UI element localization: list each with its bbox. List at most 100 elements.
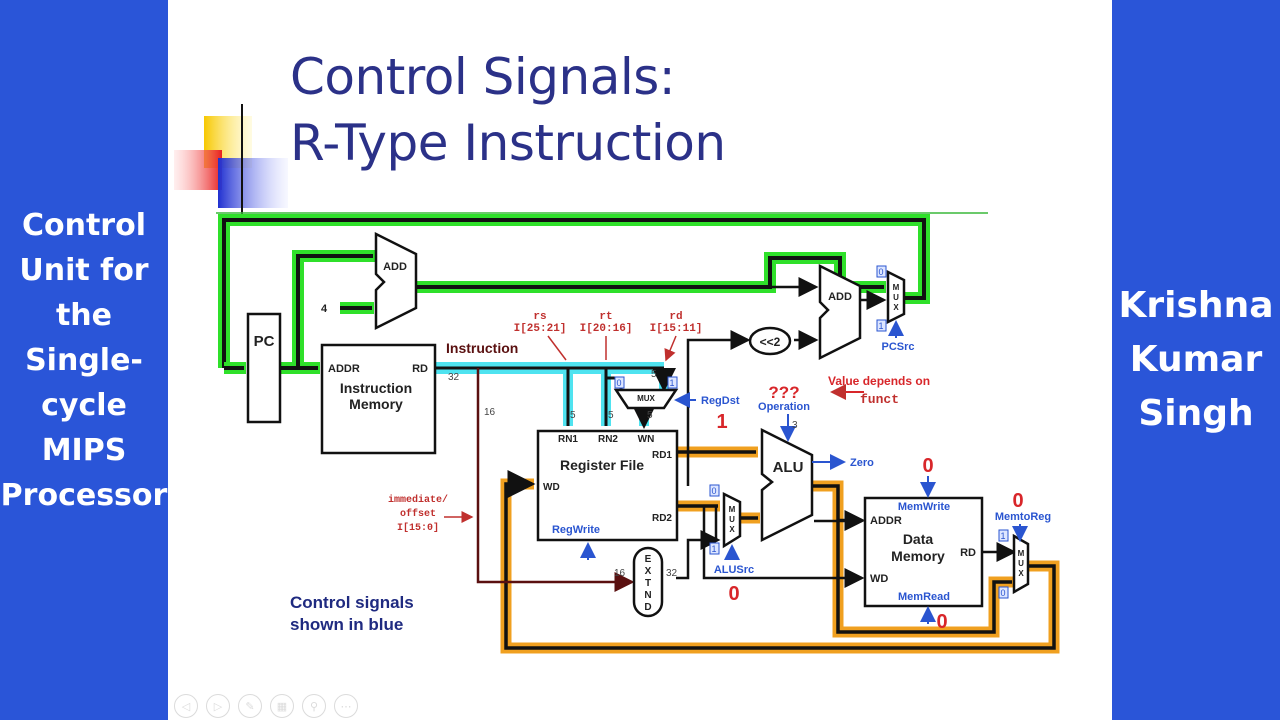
add-label: ADD xyxy=(383,261,407,273)
instruction-fields: rs I[25:21] rt I[20:16] rd I[15:11] 5 5 … xyxy=(514,311,703,421)
wires xyxy=(676,277,887,588)
extnd-e: E xyxy=(645,554,652,565)
next-slide-button[interactable]: ▷ xyxy=(206,694,230,718)
memtoreg-in0: 0 xyxy=(1000,588,1005,598)
extend-out-width: 32 xyxy=(666,568,678,579)
rt-label: rt xyxy=(599,311,612,323)
zero-signal: Zero xyxy=(850,457,874,469)
author-name: Krishna Kumar Singh xyxy=(1118,285,1274,434)
alusrc-value: 0 xyxy=(728,583,739,605)
adder-pc4: ADD 4 xyxy=(321,231,418,331)
memtoreg-mux-m: M xyxy=(1018,549,1025,558)
memwrite-value: 0 xyxy=(922,455,933,477)
register-file-label: Register File xyxy=(560,457,644,473)
rs-bits: I[25:21] xyxy=(514,323,567,335)
pcsrc-mux-u: U xyxy=(893,293,899,302)
control-signals-note: Control signals shown in blue xyxy=(290,593,414,634)
memread-value: 0 xyxy=(936,611,947,633)
add-branch-label: ADD xyxy=(828,291,852,303)
rt-bits: I[20:16] xyxy=(580,323,633,335)
register-file: RN1 RN2 WN RD1 RD2 WD Register File RegW… xyxy=(536,429,679,560)
rs-label: rs xyxy=(533,311,546,323)
adder-branch: ADD xyxy=(818,263,862,361)
rn1-width: 5 xyxy=(570,410,576,421)
rd2-port: RD2 xyxy=(652,513,672,524)
title-decoration xyxy=(174,104,988,214)
rd-bits: I[15:11] xyxy=(650,323,703,335)
right-author-panel: Krishna Kumar Singh xyxy=(1112,0,1280,720)
shift-left-2: <<2 xyxy=(748,326,792,356)
rn2-port: RN2 xyxy=(598,434,618,445)
pcsrc-in1: 1 xyxy=(878,321,883,331)
slide-title: Control Signals: R-Type Instruction xyxy=(290,44,726,176)
memtoreg-mux-x: X xyxy=(1018,569,1024,578)
shift-label: <<2 xyxy=(760,335,781,349)
slide: PC ADD 4 ADDR RD Instruction Memory Inst… xyxy=(168,0,1112,720)
immediate-wire xyxy=(476,368,635,592)
regdst-in1: 1 xyxy=(669,378,674,388)
left-title-panel: Control Unit for the Single- cycle MIPS … xyxy=(0,0,168,720)
const-four: 4 xyxy=(321,303,328,315)
dm-rd-port: RD xyxy=(960,547,976,559)
cyan-instruction-path xyxy=(436,362,664,426)
alusrc-signal: ALUSrc xyxy=(714,564,754,576)
regdst-mux: MUX 0 1 RegDst 1 xyxy=(613,376,740,433)
extnd-t: T xyxy=(645,578,651,589)
offset-label: offset xyxy=(400,508,436,520)
alusrc-in0: 0 xyxy=(711,486,716,496)
instruction-label: Instruction xyxy=(446,340,518,356)
presentation-toolbar: ◁ ▷ ✎ ▦ ⚲ ⋯ xyxy=(174,694,358,718)
alusrc-mux-m: M xyxy=(729,505,736,514)
memread-signal: MemRead xyxy=(898,591,950,603)
rd-width: 5 xyxy=(651,369,657,380)
alu-label: ALU xyxy=(773,459,804,476)
rn2-width: 5 xyxy=(608,410,614,421)
regdst-in0: 0 xyxy=(616,378,621,388)
extnd-x: X xyxy=(645,566,652,577)
data-memory: MemWrite ADDR Data Memory RD WD MemRead … xyxy=(814,455,1017,633)
immediate-note: immediate/ offset I[15:0] xyxy=(388,494,474,534)
left-panel-text: Control Unit for the Single- cycle MIPS … xyxy=(0,207,168,513)
immediate-label: immediate/ xyxy=(388,494,448,506)
operation-value: ??? xyxy=(768,383,799,402)
instruction-memory: ADDR RD Instruction Memory xyxy=(320,343,437,455)
pcsrc-mux-m: M xyxy=(893,283,900,292)
rn1-port: RN1 xyxy=(558,434,578,445)
pcsrc-mux-x: X xyxy=(893,303,899,312)
bus-width-16: 16 xyxy=(484,407,496,418)
extnd-d: D xyxy=(644,602,651,613)
memtoreg-mux-u: U xyxy=(1018,559,1024,568)
slides-button[interactable]: ▦ xyxy=(270,694,294,718)
previous-icon: ◁ xyxy=(181,700,191,713)
bus-width-32: 32 xyxy=(448,372,460,383)
zoom-button[interactable]: ⚲ xyxy=(302,694,326,718)
dm-addr-port: ADDR xyxy=(870,515,902,527)
pcsrc-mux: M U X 0 1 PCSrc xyxy=(876,265,915,353)
orange-result-path xyxy=(500,446,1060,654)
memtoreg-value: 0 xyxy=(1012,490,1023,512)
regdst-value: 1 xyxy=(716,411,727,433)
more-button[interactable]: ⋯ xyxy=(334,694,358,718)
alusrc-mux-u: U xyxy=(729,515,735,524)
funct-note: funct xyxy=(860,392,899,407)
imem-name-2: Memory xyxy=(349,396,403,412)
pcsrc-signal: PCSrc xyxy=(881,341,914,353)
imem-addr-port: ADDR xyxy=(328,363,360,375)
wn-port: WN xyxy=(638,434,655,445)
rd1-port: RD1 xyxy=(652,450,672,461)
slides-icon: ▦ xyxy=(276,700,288,713)
title-line-1: Control Signals: xyxy=(290,48,676,106)
extend-in-width: 16 xyxy=(614,568,626,579)
memtoreg-in1: 1 xyxy=(1000,531,1005,541)
regdst-mux-label: MUX xyxy=(637,394,655,403)
regdst-signal: RegDst xyxy=(701,395,740,407)
previous-slide-button[interactable]: ◁ xyxy=(174,694,198,718)
regwrite-signal: RegWrite xyxy=(552,524,600,536)
extnd-n: N xyxy=(644,590,651,601)
alusrc-mux-x: X xyxy=(729,525,735,534)
data-memory-label: Data xyxy=(903,531,934,547)
dm-wd-port: WD xyxy=(870,573,888,585)
pen-button[interactable]: ✎ xyxy=(238,694,262,718)
pc-label: PC xyxy=(254,333,275,350)
imem-rd-port: RD xyxy=(412,363,428,375)
